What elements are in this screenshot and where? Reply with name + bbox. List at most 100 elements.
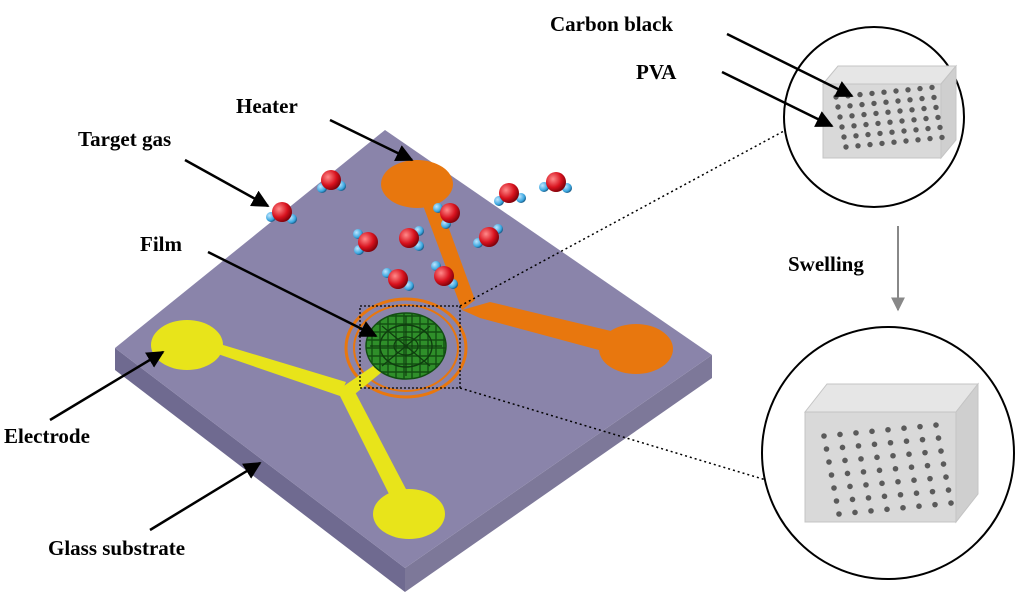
carbon-black-particle (855, 143, 861, 149)
carbon-black-particle (887, 119, 893, 125)
carbon-black-particle (885, 109, 891, 115)
heater (344, 160, 673, 399)
electrode-pad-bottom (373, 489, 445, 539)
carbon-black-particle (869, 428, 875, 435)
carbon-black-particle (885, 426, 891, 433)
carbon-black-particle (917, 85, 923, 92)
carbon-black-particle (945, 487, 952, 493)
carbon-black-particle (863, 482, 869, 488)
arrow-electrode (49, 350, 165, 422)
carbon-black-particle (929, 84, 935, 91)
carbon-black-particle (921, 105, 927, 112)
arrow-heater (329, 118, 414, 162)
carbon-black-particle (875, 120, 881, 127)
carbon-black-particle (883, 99, 889, 105)
heater-ring-inner (353, 304, 459, 392)
carbon-black-particle (933, 104, 939, 111)
carbon-black-particle (907, 97, 913, 103)
carbon-black-particle (839, 444, 846, 451)
carbon-black-particle (903, 138, 909, 144)
carbon-black-particle (863, 121, 869, 128)
carbon-black-particle (879, 140, 885, 147)
carbon-black-particle (841, 134, 847, 140)
carbon-black-particle (939, 134, 945, 141)
arrow-carbon-black (726, 32, 854, 98)
carbon-black-particle (913, 127, 919, 133)
label-carbon-black: Carbon black (550, 12, 673, 36)
carbon-black-particle (927, 135, 933, 142)
carbon-black-particle (847, 483, 853, 490)
carbon-black-particle (837, 114, 843, 120)
carbon-black-particle (940, 461, 947, 467)
carbon-black-particle (860, 469, 867, 475)
carbon-black-particle (911, 117, 917, 123)
carbon-black-particle (865, 495, 872, 501)
heater-trace-right (462, 302, 640, 360)
carbon-black-particle (916, 503, 922, 510)
carbon-black-particle (869, 90, 875, 97)
carbon-black-particle (890, 452, 896, 459)
molecule (539, 172, 572, 193)
carbon-black-particle (853, 133, 859, 139)
carbon-black-particle (849, 496, 856, 503)
carbon-black-particle (909, 107, 915, 113)
molecule (382, 268, 414, 291)
carbon-black-particle (948, 500, 954, 506)
arrow-target-gas (184, 158, 270, 208)
carbon-black-particle (857, 91, 863, 98)
molecule (317, 170, 346, 193)
carbon-black-particle (893, 88, 899, 94)
carbon-black-particle (899, 118, 905, 124)
carbon-black-particle (828, 472, 835, 478)
carbon-black-particle (821, 433, 827, 439)
carbon-black-particle (892, 465, 899, 472)
zoom-region-box (359, 305, 461, 389)
molecule (433, 203, 460, 229)
label-swelling: Swelling (788, 252, 864, 276)
carbon-black-particle (873, 110, 879, 117)
carbon-black-particle (836, 511, 842, 517)
carbon-black-particle (881, 493, 888, 500)
carbon-black-particle (861, 111, 867, 118)
carbon-black-particle (919, 95, 925, 102)
carbon-black-particle (913, 490, 920, 497)
carbon-black-particle (919, 436, 926, 443)
film-pattern-spokes (370, 316, 442, 376)
arrow-film (207, 250, 378, 338)
carbon-black-particle (879, 480, 885, 487)
carbon-black-particle (897, 108, 903, 114)
carbon-black-particle (833, 498, 840, 504)
carbon-black-particle (924, 462, 931, 469)
carbon-black-particles-swollen (821, 422, 954, 517)
carbon-black-particle (851, 123, 857, 129)
carbon-black-particle (884, 506, 890, 513)
carbon-black-particle (901, 425, 907, 432)
substrate-side-right (405, 355, 712, 592)
carbon-black-particle (895, 478, 901, 485)
inset-after-swelling (761, 326, 1015, 580)
carbon-black-particle (895, 98, 901, 104)
carbon-black-particle (844, 470, 851, 477)
carbon-black-particle (835, 104, 841, 110)
carbon-black-particle (847, 103, 853, 109)
carbon-black-particle (906, 451, 912, 458)
molecule (494, 183, 526, 206)
carbon-black-particle (927, 475, 933, 482)
carbon-black-particle (931, 94, 937, 101)
carbon-black-particle (915, 137, 921, 143)
carbon-black-particle (874, 454, 880, 461)
label-target-gas: Target gas (78, 127, 171, 151)
gas-molecules (266, 170, 572, 291)
carbon-black-particle (877, 130, 883, 137)
carbon-black-particle (922, 449, 928, 456)
carbon-black-particle (868, 508, 874, 514)
carbon-black-particle (858, 456, 864, 462)
pva-box-swollen (803, 382, 980, 524)
film (365, 312, 447, 380)
carbon-black-particle (853, 430, 859, 436)
carbon-black-particle (937, 124, 943, 131)
molecule (431, 261, 458, 289)
carbon-black-particle (849, 113, 855, 119)
carbon-black-particle (881, 89, 887, 95)
